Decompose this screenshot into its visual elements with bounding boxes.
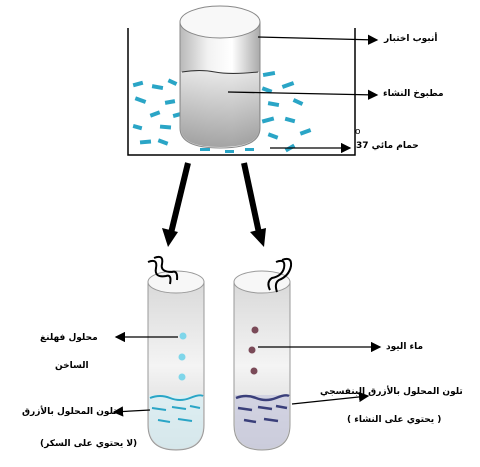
label-test-tube: أنبوب اختبار — [384, 34, 438, 44]
fehling-drop-1 — [179, 332, 187, 340]
label-blue-color: تلون المحلول بالأزرق — [22, 407, 117, 417]
down-arrow-left — [162, 162, 191, 247]
down-arrow-right — [241, 162, 266, 247]
label-water-bath: حمام مائي 37 — [356, 141, 419, 151]
fehling-solution-lines — [149, 394, 204, 423]
label-no-sugar: (لا يحتوي على السكر) — [40, 439, 138, 449]
dropper-line-left-1 — [147, 259, 172, 285]
label-starch-cooked: مطبوخ النشاء — [383, 89, 444, 99]
dropper-line-right-1 — [267, 259, 286, 291]
iodine-drop-3 — [250, 367, 258, 375]
arrow-violet — [291, 391, 370, 405]
fehling-test-tube — [147, 255, 205, 451]
dropper-line-left-2 — [153, 255, 179, 281]
arrow-blue — [112, 406, 151, 417]
fehling-drop-3 — [178, 373, 186, 381]
iodine-drop-1 — [251, 326, 259, 334]
big-test-tube — [179, 5, 261, 149]
arrow-test-tube — [257, 34, 379, 45]
dropper-line-right-2 — [274, 257, 293, 293]
label-contains-starch: ( يحتوي على النشاء ) — [347, 415, 442, 425]
starch-solution — [181, 72, 259, 147]
water-bath — [127, 28, 356, 156]
arrow-starch — [227, 89, 379, 101]
fehling-drop-2 — [178, 353, 186, 361]
label-fehling-line2: الساخن — [55, 361, 89, 371]
label-fehling-line1: محلول فهلنغ — [40, 333, 98, 343]
label-iodine-water: ماء اليود — [386, 342, 424, 352]
degree-symbol: o — [355, 127, 361, 137]
label-violet-color: تلون المحلول بالأزرق البنفسجي — [320, 387, 463, 397]
violet-solution-lines — [235, 394, 290, 424]
iodine-drop-2 — [248, 346, 256, 354]
iodine-test-tube — [233, 257, 293, 451]
